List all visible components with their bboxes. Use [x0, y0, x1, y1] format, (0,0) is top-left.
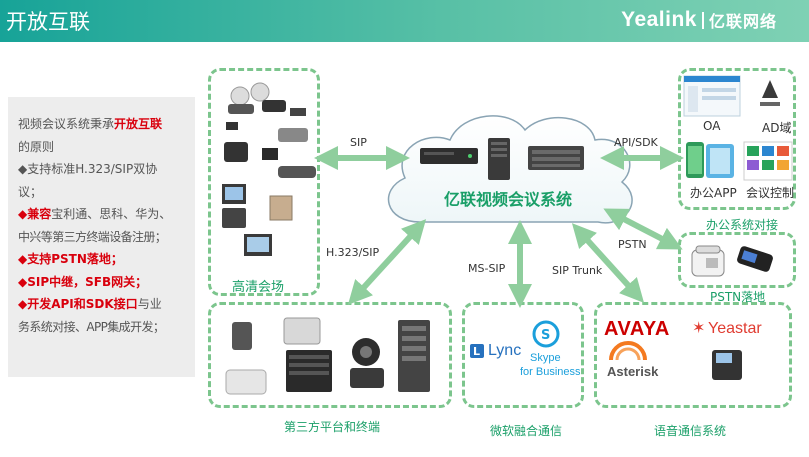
- logo-text-en: Yealink: [621, 8, 697, 31]
- principle-line: 的原则: [18, 139, 55, 154]
- office-label-ad: AD域: [762, 121, 792, 135]
- arrow-sip-trunk: [571, 223, 645, 303]
- cloud-shape: [387, 115, 633, 224]
- group-label-microsoft: 微软融合通信: [490, 424, 563, 438]
- principle-line: ◆SIP中继，SFB网关；: [18, 274, 148, 289]
- skype-business-label: for Business: [520, 366, 581, 378]
- mobile-phone-icon: [737, 246, 773, 272]
- svg-text:S: S: [541, 328, 550, 343]
- office-box: [678, 68, 796, 210]
- protocol-label-api-sdk: API/SDK: [614, 136, 658, 149]
- arrow-pstn: [603, 208, 683, 250]
- office-label-meeting-control: 会议控制: [746, 186, 795, 200]
- logo-separator: [701, 11, 704, 29]
- principle-line: ◆支持PSTN落地；: [18, 252, 123, 266]
- principle-line: 中兴等第三方终端设备注册；: [18, 229, 167, 244]
- voice-box: [594, 302, 792, 408]
- logo-text-cn: 亿联网络: [708, 12, 777, 31]
- principle-line: 议；: [18, 184, 43, 199]
- third-party-devices: [225, 317, 430, 395]
- group-label-third-party: 第三方平台和终端: [284, 420, 381, 434]
- skype-label: Skype: [530, 352, 561, 364]
- page-title: 开放互联: [6, 10, 90, 34]
- lync-icon: L: [470, 344, 484, 358]
- group-label-hd-room: 高清会场: [232, 280, 285, 295]
- yeastar-logo: Yeastar: [708, 320, 762, 337]
- protocol-label-sip: SIP: [350, 136, 367, 149]
- office-app-screenshot: [686, 142, 734, 178]
- svg-text:L: L: [473, 345, 480, 358]
- principle-line: ◆兼容宝利通、思科、华为、: [18, 207, 172, 221]
- principle-line: ◆开发API和SDK接口与业: [18, 297, 162, 311]
- protocol-label-sip-trunk: SIP Trunk: [552, 264, 603, 277]
- principle-line: 视频会议系统秉承开放互联: [18, 117, 163, 131]
- office-label-oa: OA: [703, 119, 721, 133]
- ad-domain-icon: [760, 80, 780, 106]
- server-icon: [420, 138, 584, 180]
- group-label-voice: 语音通信系统: [654, 424, 727, 438]
- hd-room-box: [208, 68, 320, 296]
- avaya-logo: AVAYA: [604, 318, 670, 340]
- oa-screenshot: [683, 75, 741, 117]
- yeastar-mark-icon: ✶: [692, 318, 706, 337]
- skype-icon: S: [532, 320, 560, 348]
- pstn-box: [678, 232, 796, 288]
- arrow-h323: [347, 219, 427, 305]
- asterisk-icon: [609, 341, 647, 361]
- desk-phone-icon: [691, 245, 725, 277]
- system-name: 亿联视频会议系统: [444, 190, 573, 209]
- office-label-app: 办公APP: [690, 186, 737, 200]
- hd-room-devices: [222, 82, 316, 256]
- protocol-label-pstn: PSTN: [618, 238, 647, 251]
- principle-panel: 视频会议系统秉承开放互联 的原则 ◆支持标准H.323/SIP双协 议； ◆兼容…: [8, 97, 195, 377]
- lync-label: Lync: [488, 342, 522, 359]
- principle-line: ◆支持标准H.323/SIP双协: [18, 162, 158, 176]
- principle-line: 务系统对接、APP集成开发；: [18, 319, 165, 334]
- ip-phone-icon: [712, 350, 742, 380]
- asterisk-label: Asterisk: [607, 364, 659, 379]
- meeting-control-screenshot: [743, 141, 793, 181]
- group-label-office: 办公系统对接: [706, 218, 779, 232]
- third-party-box: [208, 302, 452, 408]
- header-bar: 开放互联 Yealink 亿联网络: [0, 0, 809, 42]
- protocol-label-ms-sip: MS-SIP: [468, 262, 506, 275]
- group-label-pstn: PSTN落地: [710, 290, 766, 304]
- yealink-logo: Yealink 亿联网络: [621, 8, 777, 32]
- protocol-label-h323-sip: H.323/SIP: [326, 246, 380, 259]
